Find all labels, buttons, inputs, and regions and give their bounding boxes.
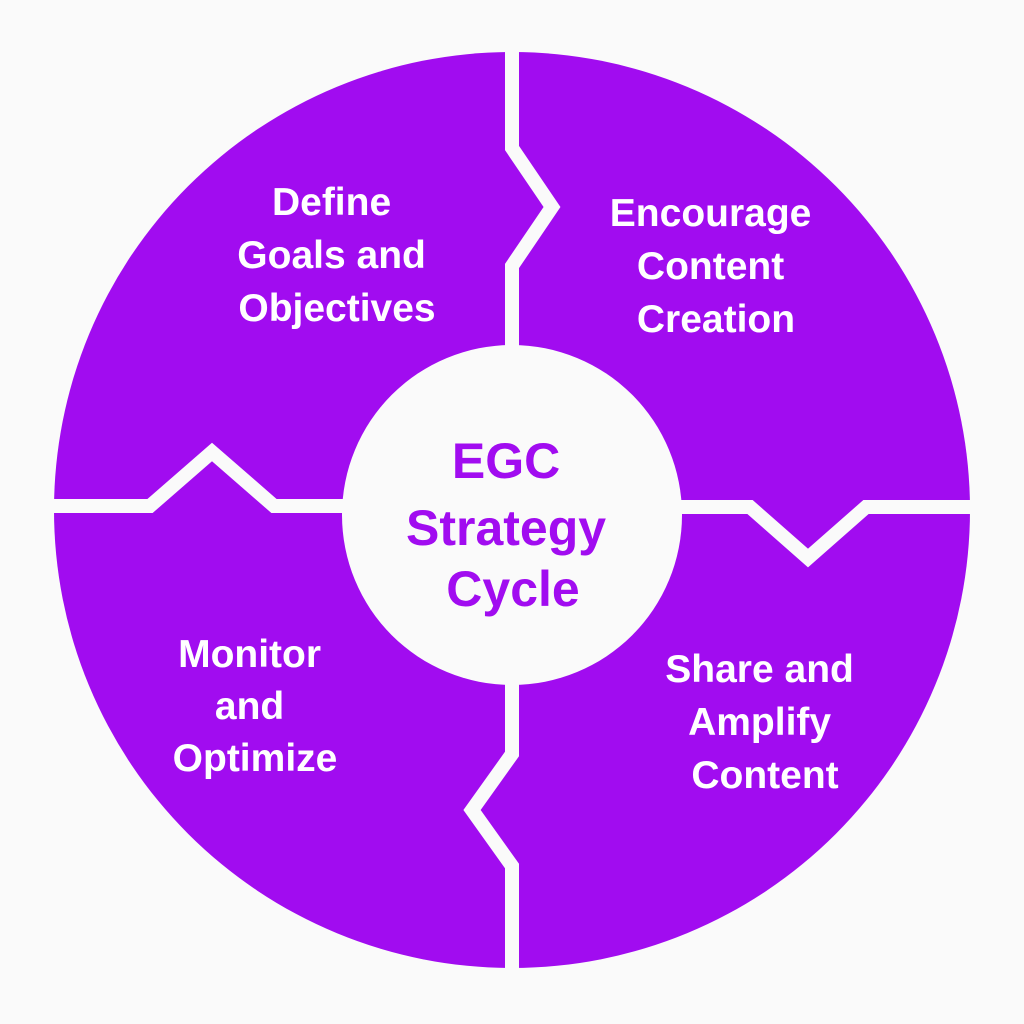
- segment-dividers: [34, 40, 990, 990]
- center-hub: [342, 345, 682, 685]
- divider-top: [505, 40, 561, 372]
- divider-left: [34, 442, 370, 513]
- segment-monitor-optimize-label: Monitor and Optimize: [173, 633, 338, 780]
- segment-define-goals-label: Define Goals and Objectives: [237, 181, 436, 330]
- divider-bottom: [463, 650, 519, 990]
- center-title: EGC Strategy Cycle: [406, 433, 620, 617]
- segment-encourage-content-label: Encourage Content Creation: [610, 192, 822, 341]
- segment-share-amplify-label: Share and Amplify Content: [665, 648, 864, 797]
- divider-right: [660, 500, 990, 568]
